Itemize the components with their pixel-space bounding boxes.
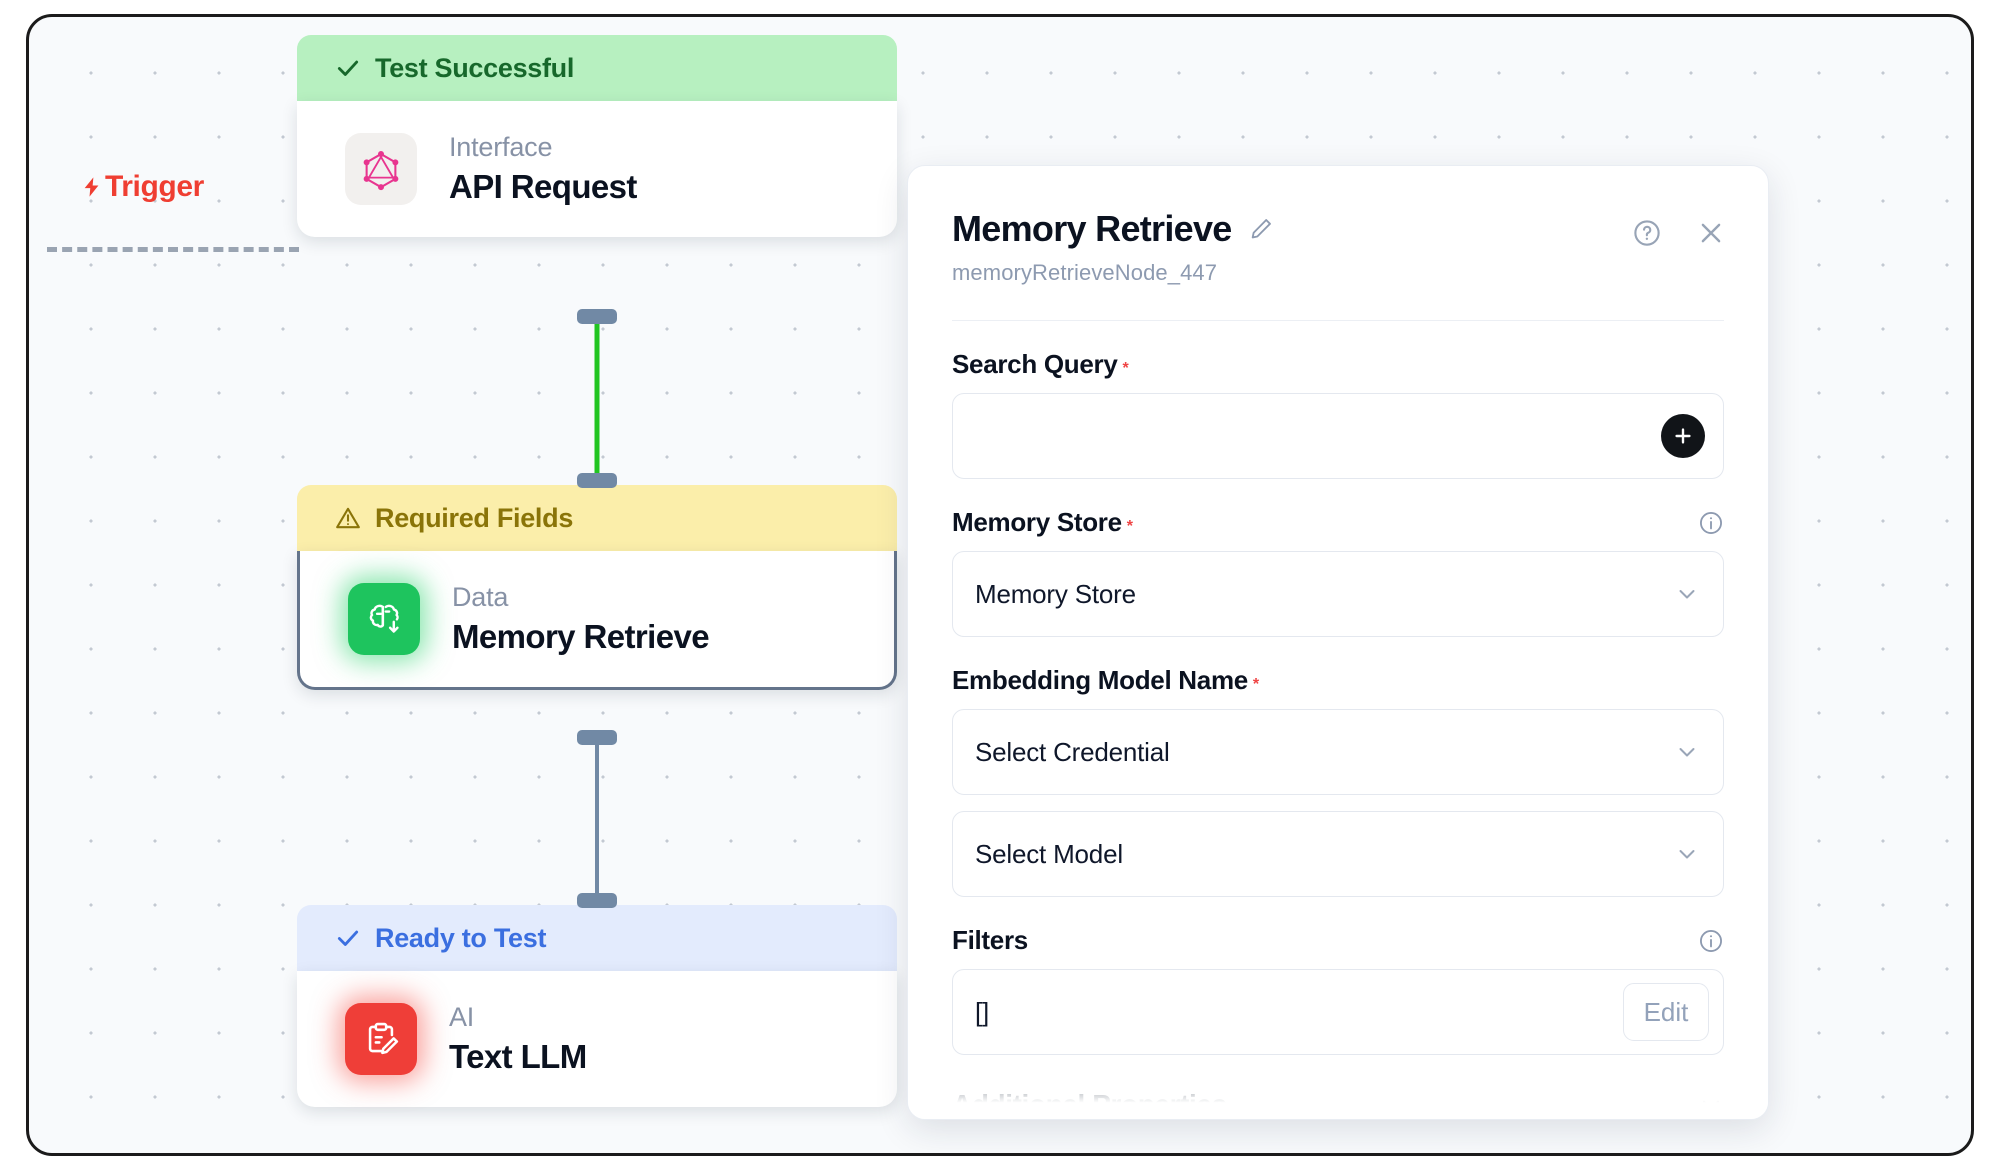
warning-triangle-icon	[335, 505, 361, 531]
field-label: Filters	[952, 925, 1028, 955]
required-asterisk: *	[1126, 518, 1134, 535]
info-circle-icon[interactable]	[1698, 510, 1724, 536]
search-query-input[interactable]	[952, 393, 1724, 479]
node-text-llm[interactable]: Ready to Test AI Text LLM	[297, 905, 897, 1107]
lightning-bolt-icon	[81, 172, 103, 202]
node-category: AI	[449, 1002, 475, 1032]
node-card-memory-retrieve[interactable]: Data Memory Retrieve	[297, 551, 897, 690]
required-asterisk: *	[1122, 360, 1129, 377]
field-label-group: Memory Store*	[952, 507, 1133, 538]
clipboard-pencil-icon	[345, 1002, 417, 1075]
check-icon	[335, 55, 361, 81]
panel-actions	[1632, 218, 1726, 248]
node-properties-panel[interactable]: Memory Retrieve memoryRetrieveNode_447	[907, 165, 1769, 1120]
brain-download-icon	[348, 582, 420, 655]
field-filters: Filters [] Edit	[952, 925, 1724, 1055]
help-circle-icon[interactable]	[1632, 218, 1662, 248]
edge-api-request-to-memory-retrieve[interactable]	[594, 317, 600, 481]
field-label: Memory Store	[952, 507, 1122, 537]
node-title: API Request	[449, 168, 637, 206]
pencil-icon[interactable]	[1248, 216, 1274, 242]
node-title: Text LLM	[449, 1038, 587, 1076]
filters-value: []	[975, 996, 990, 1027]
field-label-row: Embedding Model Name*	[952, 665, 1724, 696]
workflow-canvas[interactable]: Trigger Test Successful	[26, 14, 1974, 1156]
node-api-request[interactable]: Test Successful Interfa	[297, 35, 897, 237]
chevron-down-icon	[1698, 1092, 1724, 1118]
field-search-query: Search Query*	[952, 349, 1724, 479]
node-status-label: Required Fields	[375, 502, 574, 533]
field-memory-store: Memory Store* Memory Store	[952, 507, 1724, 637]
panel-node-id: memoryRetrieveNode_447	[952, 260, 1218, 285]
node-port-in-text-llm[interactable]	[577, 893, 617, 908]
node-status-label: Test Successful	[375, 52, 575, 83]
filters-input[interactable]: [] Edit	[952, 969, 1724, 1055]
add-variable-button[interactable]	[1661, 414, 1705, 458]
field-embedding-model-name: Embedding Model Name* Select Credential …	[952, 665, 1724, 897]
field-label-row: Memory Store*	[952, 507, 1724, 538]
field-label-row: Filters	[952, 925, 1724, 956]
node-status-banner-warning: Required Fields	[297, 485, 897, 551]
field-label-group: Embedding Model Name*	[952, 665, 1259, 696]
trigger-badge[interactable]: Trigger	[81, 172, 204, 202]
field-label-row: Search Query*	[952, 349, 1724, 380]
embedding-credential-select[interactable]: Select Credential	[952, 709, 1724, 795]
plus-icon	[1672, 425, 1694, 447]
additional-properties-label: Additional Properties	[952, 1089, 1227, 1120]
panel-title: Memory Retrieve	[952, 208, 1232, 249]
embedding-model-select[interactable]: Select Model	[952, 811, 1724, 897]
graphql-icon	[345, 132, 417, 205]
node-status-banner-info: Ready to Test	[297, 905, 897, 971]
filters-edit-button[interactable]: Edit	[1623, 983, 1709, 1041]
trigger-dashed-line	[47, 247, 299, 252]
panel-title-row: Memory Retrieve	[952, 208, 1724, 250]
memory-store-select[interactable]: Memory Store	[952, 551, 1724, 637]
required-asterisk: *	[1252, 676, 1260, 693]
field-label: Search Query	[952, 349, 1118, 379]
node-status-banner-success: Test Successful	[297, 35, 897, 101]
embedding-credential-value: Select Credential	[975, 736, 1170, 767]
edge-memory-retrieve-to-text-llm[interactable]	[595, 737, 599, 901]
node-status-label: Ready to Test	[375, 922, 547, 953]
field-label: Embedding Model Name	[952, 665, 1248, 695]
node-port-in-memory-retrieve[interactable]	[577, 473, 617, 488]
field-label-group: Search Query*	[952, 349, 1129, 380]
panel-divider	[952, 320, 1724, 321]
check-icon	[335, 925, 361, 951]
node-card-api-request[interactable]: Interface API Request	[297, 101, 897, 237]
info-circle-icon[interactable]	[1698, 928, 1724, 954]
node-category: Interface	[449, 132, 553, 162]
node-port-out-api-request[interactable]	[577, 309, 617, 324]
node-port-out-memory-retrieve[interactable]	[577, 730, 617, 745]
panel-body: Search Query*	[908, 349, 1768, 1120]
additional-properties-section[interactable]: Additional Properties	[952, 1089, 1724, 1120]
panel-header: Memory Retrieve memoryRetrieveNode_447	[908, 166, 1768, 286]
node-title: Memory Retrieve	[452, 618, 710, 656]
node-memory-retrieve[interactable]: Required Fields Data Memory Retrieve	[297, 485, 897, 690]
embedding-model-value: Select Model	[975, 838, 1123, 869]
memory-store-value: Memory Store	[975, 578, 1136, 609]
close-icon[interactable]	[1696, 218, 1726, 248]
node-category: Data	[452, 582, 509, 612]
trigger-label: Trigger	[105, 170, 204, 203]
node-card-text-llm[interactable]: AI Text LLM	[297, 971, 897, 1107]
